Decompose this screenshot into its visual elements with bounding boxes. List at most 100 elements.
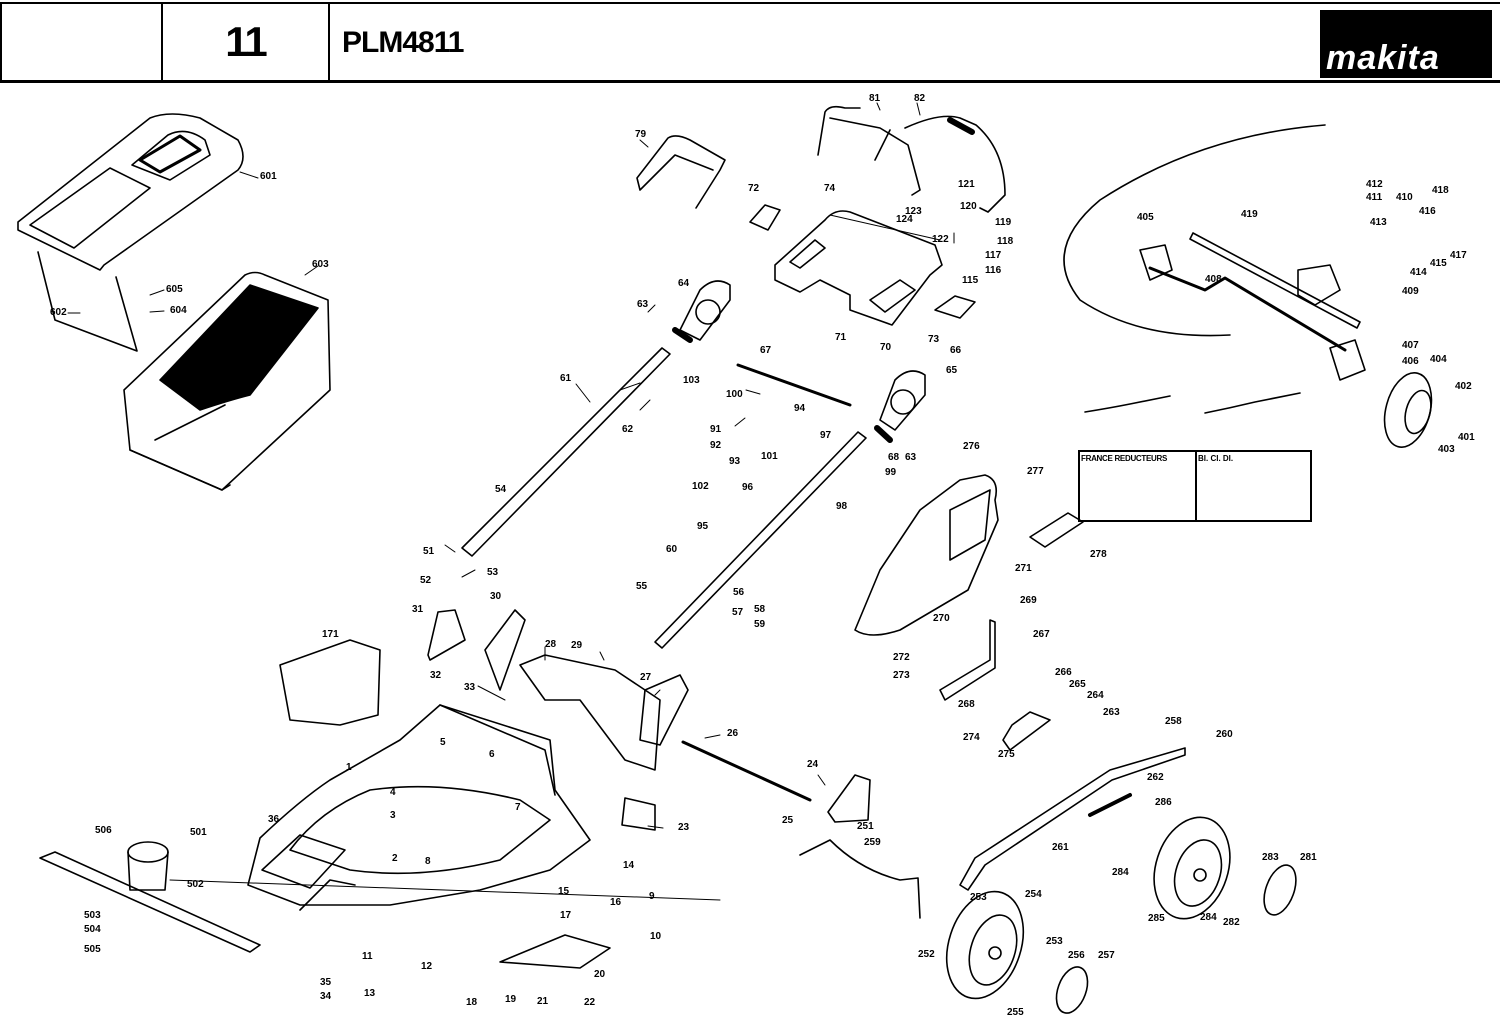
part-label[interactable]: 99 — [885, 467, 897, 478]
part-label[interactable]: 79 — [635, 129, 647, 140]
part-label[interactable]: 503 — [84, 910, 101, 921]
part-label[interactable]: 18 — [466, 997, 478, 1008]
part-label[interactable]: 269 — [1020, 595, 1037, 606]
part-label[interactable]: 12 — [421, 961, 433, 972]
part-label[interactable]: 260 — [1216, 729, 1233, 740]
part-label[interactable]: 265 — [1069, 679, 1086, 690]
part-label[interactable]: 502 — [187, 879, 204, 890]
part-label[interactable]: 276 — [963, 441, 980, 452]
part-label[interactable]: 82 — [914, 93, 926, 104]
part-label[interactable]: 96 — [742, 482, 754, 493]
part-label[interactable]: 416 — [1419, 206, 1436, 217]
part-label[interactable]: 403 — [1438, 444, 1455, 455]
part-label[interactable]: 405 — [1137, 212, 1154, 223]
part-label[interactable]: 602 — [50, 307, 67, 318]
part-label[interactable]: 121 — [958, 179, 975, 190]
part-label[interactable]: 406 — [1402, 356, 1419, 367]
part-label[interactable]: 73 — [928, 334, 940, 345]
part-label[interactable]: 91 — [710, 424, 722, 435]
part-label[interactable]: 59 — [754, 619, 766, 630]
part-label[interactable]: 29 — [571, 640, 583, 651]
part-label[interactable]: 7 — [515, 802, 521, 813]
part-label[interactable]: 57 — [732, 607, 744, 618]
part-label[interactable]: 25 — [782, 815, 794, 826]
part-label[interactable]: 14 — [623, 860, 635, 871]
part-label[interactable]: 36 — [268, 814, 280, 825]
part-label[interactable]: 35 — [320, 977, 332, 988]
part-label[interactable]: 274 — [963, 732, 980, 743]
part-label[interactable]: 418 — [1432, 185, 1449, 196]
part-label[interactable]: 93 — [729, 456, 741, 467]
part-label[interactable]: 407 — [1402, 340, 1419, 351]
part-label[interactable]: 284 — [1112, 867, 1129, 878]
part-label[interactable]: 253 — [1046, 936, 1063, 947]
part-label[interactable]: 171 — [322, 629, 339, 640]
part-label[interactable]: 122 — [932, 234, 949, 245]
part-label[interactable]: 267 — [1033, 629, 1050, 640]
part-label[interactable]: 253 — [970, 892, 987, 903]
part-label[interactable]: 74 — [824, 183, 836, 194]
part-label[interactable]: 282 — [1223, 917, 1240, 928]
part-label[interactable]: 257 — [1098, 950, 1115, 961]
part-label[interactable]: 252 — [918, 949, 935, 960]
part-label[interactable]: 266 — [1055, 667, 1072, 678]
part-label[interactable]: 411 — [1366, 192, 1383, 203]
part-label[interactable]: 13 — [364, 988, 376, 999]
part-label[interactable]: 51 — [423, 546, 435, 557]
part-label[interactable]: 251 — [857, 821, 874, 832]
part-label[interactable]: 100 — [726, 389, 743, 400]
part-label[interactable]: 417 — [1450, 250, 1467, 261]
part-label[interactable]: 56 — [733, 587, 745, 598]
part-label[interactable]: 262 — [1147, 772, 1164, 783]
part-label[interactable]: 31 — [412, 604, 424, 615]
part-label[interactable]: 102 — [692, 481, 709, 492]
part-label[interactable]: 506 — [95, 825, 112, 836]
part-label[interactable]: 22 — [584, 997, 596, 1008]
part-label[interactable]: 124 — [896, 214, 913, 225]
part-label[interactable]: 101 — [761, 451, 778, 462]
part-label[interactable]: 412 — [1366, 179, 1383, 190]
part-label[interactable]: 263 — [1103, 707, 1120, 718]
part-label[interactable]: 64 — [678, 278, 690, 289]
part-label[interactable]: 501 — [190, 827, 207, 838]
part-label[interactable]: 5 — [440, 737, 446, 748]
part-label[interactable]: 52 — [420, 575, 432, 586]
part-label[interactable]: 505 — [84, 944, 101, 955]
part-label[interactable]: 270 — [933, 613, 950, 624]
part-label[interactable]: 419 — [1241, 209, 1258, 220]
part-label[interactable]: 264 — [1087, 690, 1104, 701]
part-label[interactable]: 92 — [710, 440, 722, 451]
part-label[interactable]: 94 — [794, 403, 806, 414]
part-label[interactable]: 272 — [893, 652, 910, 663]
part-label[interactable]: 61 — [560, 373, 572, 384]
part-label[interactable]: 11 — [362, 951, 373, 962]
part-label[interactable]: 268 — [958, 699, 975, 710]
part-label[interactable]: 65 — [946, 365, 958, 376]
part-label[interactable]: 284 — [1200, 912, 1217, 923]
part-label[interactable]: 4 — [390, 787, 396, 798]
part-label[interactable]: 58 — [754, 604, 766, 615]
part-label[interactable]: 23 — [678, 822, 690, 833]
part-label[interactable]: 271 — [1015, 563, 1032, 574]
part-label[interactable]: 408 — [1205, 274, 1222, 285]
part-label[interactable]: 256 — [1068, 950, 1085, 961]
part-label[interactable]: 24 — [807, 759, 819, 770]
part-label[interactable]: 97 — [820, 430, 832, 441]
part-label[interactable]: 54 — [495, 484, 507, 495]
part-label[interactable]: 20 — [594, 969, 606, 980]
part-label[interactable]: 63 — [905, 452, 917, 463]
part-label[interactable]: 68 — [888, 452, 900, 463]
part-label[interactable]: 15 — [558, 886, 570, 897]
part-label[interactable]: 413 — [1370, 217, 1387, 228]
part-label[interactable]: 414 — [1410, 267, 1427, 278]
part-label[interactable]: 119 — [995, 217, 1012, 228]
part-label[interactable]: 401 — [1458, 432, 1475, 443]
part-label[interactable]: 34 — [320, 991, 332, 1002]
part-label[interactable]: 415 — [1430, 258, 1447, 269]
part-label[interactable]: 115 — [962, 275, 979, 286]
part-label[interactable]: 286 — [1155, 797, 1172, 808]
part-label[interactable]: 6 — [489, 749, 495, 760]
part-label[interactable]: 261 — [1052, 842, 1069, 853]
part-label[interactable]: 66 — [950, 345, 962, 356]
part-label[interactable]: 27 — [640, 672, 652, 683]
